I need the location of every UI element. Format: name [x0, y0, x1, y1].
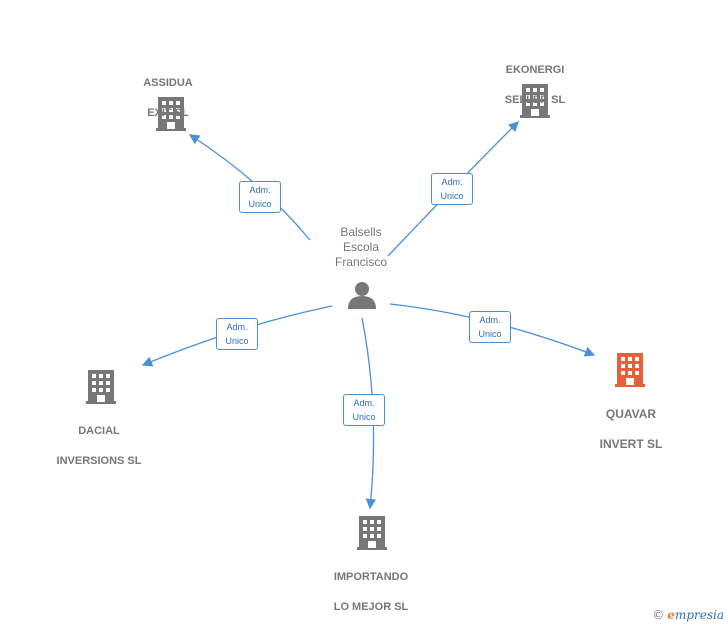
- brand-name: mpresia: [674, 608, 724, 622]
- building-icon-importando[interactable]: [357, 516, 387, 550]
- person-name-line: Balsells: [340, 225, 382, 239]
- role-label: Unico: [352, 412, 376, 422]
- role-label: Unico: [440, 191, 464, 201]
- building-icon-quavar[interactable]: [615, 353, 645, 387]
- person-icon[interactable]: [348, 282, 376, 309]
- role-label: Adm.: [249, 185, 271, 195]
- role-label: Unico: [248, 199, 272, 209]
- building-icon-dacial[interactable]: [86, 370, 116, 404]
- company-label-dacial[interactable]: DACIAL INVERSIONS SL: [44, 409, 154, 484]
- role-label: Unico: [225, 336, 249, 346]
- role-badge-dacial: Adm. Unico: [216, 318, 258, 350]
- company-name-line: ASSIDUA: [143, 77, 193, 89]
- role-label: Adm.: [226, 322, 248, 332]
- company-label-ekonergi[interactable]: EKONERGI SELLER SL: [480, 48, 590, 123]
- company-label-importando[interactable]: IMPORTANDO LO MEJOR SL: [316, 555, 426, 630]
- person-name[interactable]: Balsells Escola Francisco: [320, 225, 402, 270]
- company-name-line: IMPORTANDO: [333, 571, 409, 583]
- role-label: Adm.: [479, 315, 501, 325]
- company-name-line: QUAVAR: [605, 407, 657, 421]
- role-badge-importando: Adm. Unico: [343, 394, 385, 426]
- company-name-line: DACIAL: [78, 425, 120, 437]
- role-label: Adm.: [441, 177, 463, 187]
- company-name-line: SELLER SL: [504, 94, 566, 106]
- brand-logo: ©empresia: [652, 608, 724, 622]
- company-name-line: EXIT SL: [147, 107, 189, 119]
- role-badge-ekonergi: Adm. Unico: [431, 173, 473, 205]
- role-label: Unico: [478, 329, 502, 339]
- company-label-assidua[interactable]: ASSIDUA EXIT SL: [118, 61, 218, 136]
- role-badge-quavar: Adm. Unico: [469, 311, 511, 343]
- person-name-line: Francisco: [334, 255, 387, 269]
- company-name-line: INVERSIONS SL: [56, 455, 142, 467]
- role-label: Adm.: [353, 398, 375, 408]
- company-name-line: LO MEJOR SL: [333, 601, 409, 613]
- company-label-quavar[interactable]: QUAVAR INVERT SL: [576, 392, 686, 467]
- person-name-line: Escola: [342, 240, 380, 254]
- copyright-icon: ©: [652, 608, 665, 622]
- company-name-line: EKONERGI: [505, 64, 565, 76]
- role-badge-assidua: Adm. Unico: [239, 181, 281, 213]
- company-name-line: INVERT SL: [599, 437, 663, 451]
- brand-initial: e: [667, 608, 675, 622]
